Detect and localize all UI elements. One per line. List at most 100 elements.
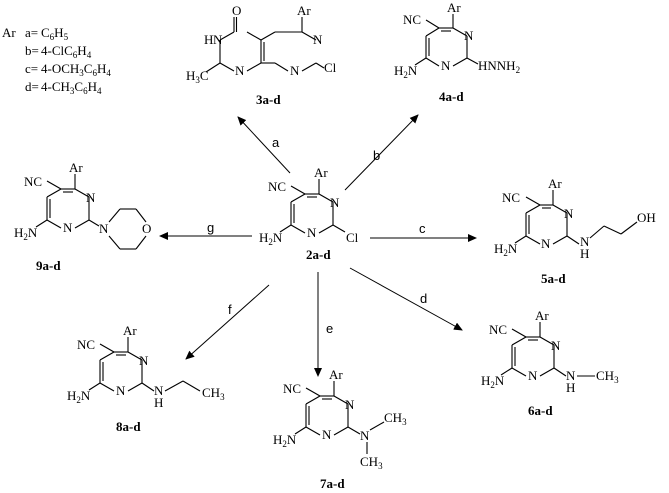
svg-text:N: N: [551, 338, 561, 353]
arrow-f: [185, 284, 270, 360]
svg-text:NC: NC: [489, 322, 507, 337]
reagent-b: b: [373, 148, 380, 163]
svg-text:NC: NC: [268, 179, 286, 194]
svg-text:c=: c=: [25, 61, 38, 76]
svg-text:OH: OH: [637, 210, 656, 225]
svg-text:N: N: [154, 383, 164, 398]
svg-text:NC: NC: [403, 12, 421, 27]
svg-text:HNNH2: HNNH2: [478, 58, 520, 75]
svg-text:b=: b=: [25, 43, 39, 58]
svg-text:N: N: [313, 32, 323, 47]
compound-label-8: 8a-d: [116, 419, 141, 434]
compound-label-5: 5a-d: [541, 271, 566, 286]
svg-text:N: N: [63, 220, 73, 235]
legend-formula-d: 4-CH3C6H4: [41, 79, 102, 96]
legend-item-a: a= C6H5: [25, 25, 69, 42]
svg-text:NC: NC: [502, 190, 520, 205]
svg-text:H2N: H2N: [481, 373, 505, 390]
legend-item-d: d= 4-CH3C6H4: [25, 79, 102, 96]
svg-text:O: O: [232, 3, 241, 18]
svg-text:d=: d=: [25, 79, 39, 94]
svg-text:H: H: [580, 246, 589, 261]
svg-text:a=: a=: [25, 25, 38, 40]
svg-text:N: N: [139, 353, 149, 368]
svg-text:Ar: Ar: [297, 3, 311, 18]
svg-text:N: N: [307, 225, 317, 240]
svg-text:H2N: H2N: [67, 388, 91, 405]
svg-text:N: N: [360, 428, 370, 443]
svg-text:Cl: Cl: [346, 230, 359, 245]
compound-label-6: 6a-d: [528, 403, 553, 418]
arrow-d: [349, 267, 463, 331]
compound-6: Ar NC N N H2N N H CH3 6a-d: [481, 308, 619, 418]
methyl-group: H3C: [186, 68, 209, 85]
svg-text:NC: NC: [77, 337, 95, 352]
svg-text:H2N: H2N: [14, 225, 38, 242]
svg-text:CH3: CH3: [384, 410, 407, 427]
compound-2-center: Ar NC N N H2N Cl 2a-d: [259, 165, 359, 262]
svg-text:N: N: [86, 190, 96, 205]
svg-text:H2N: H2N: [494, 241, 518, 258]
svg-text:Ar: Ar: [548, 176, 562, 191]
reagent-f: f: [228, 302, 232, 317]
svg-text:CH3: CH3: [202, 385, 225, 402]
legend-formula-a: C6H5: [41, 25, 69, 42]
arrow-b: [344, 114, 419, 191]
legend-item-b: b= 4-ClC6H4: [25, 43, 92, 60]
compound-5: Ar NC N N H2N N H OH 5a-d: [494, 176, 656, 286]
svg-text:N: N: [330, 195, 340, 210]
compound-8: Ar NC N N H2N N H CH3 8a-d: [67, 323, 225, 434]
svg-text:N: N: [566, 368, 576, 383]
reagent-a: a: [272, 135, 280, 150]
legend-title: Ar: [2, 25, 16, 40]
svg-text:N: N: [99, 221, 109, 236]
reagent-d: d: [420, 291, 427, 306]
svg-text:NC: NC: [283, 381, 301, 396]
svg-text:N: N: [235, 63, 245, 78]
legend-formula-c: 4-OCH3C6H4: [41, 61, 111, 78]
svg-text:N: N: [564, 206, 574, 221]
svg-text:N: N: [290, 63, 300, 78]
compound-label-3: 3a-d: [256, 92, 281, 107]
svg-text:CH3: CH3: [596, 368, 619, 385]
reagent-labels: a b c d e f g: [207, 135, 427, 336]
compound-label-2: 2a-d: [306, 247, 331, 262]
svg-text:H2N: H2N: [394, 63, 418, 80]
compound-4: Ar NC N N H2N HNNH2 4a-d: [394, 0, 520, 104]
svg-text:H: H: [204, 32, 213, 47]
svg-text:Ar: Ar: [69, 160, 83, 175]
compound-label-9: 9a-d: [36, 258, 61, 273]
svg-text:H2N: H2N: [259, 230, 283, 247]
compound-3: O Ar H N N N N Cl H3C 3a-d: [186, 3, 337, 107]
svg-text:CH3: CH3: [360, 454, 383, 471]
svg-text:H: H: [566, 380, 575, 395]
ar-legend: Ar a= C6H5 b= 4-ClC6H4 c= 4-OCH3C6H4 d= …: [2, 25, 111, 96]
svg-text:N: N: [441, 58, 451, 73]
compound-label-7: 7a-d: [320, 476, 345, 491]
compound-9: Ar NC N N H2N N O 9a-d: [14, 160, 151, 273]
reagent-g: g: [207, 220, 214, 235]
svg-text:N: N: [464, 28, 474, 43]
svg-text:Ar: Ar: [314, 165, 328, 180]
compound-label-4: 4a-d: [439, 89, 464, 104]
legend-item-c: c= 4-OCH3C6H4: [25, 61, 111, 78]
reagent-e: e: [326, 321, 333, 336]
svg-text:N: N: [541, 236, 551, 251]
svg-text:H: H: [154, 395, 163, 410]
legend-formula-b: 4-ClC6H4: [41, 43, 92, 60]
svg-text:N: N: [345, 397, 355, 412]
svg-text:Ar: Ar: [329, 367, 343, 382]
svg-text:H2N: H2N: [273, 432, 297, 449]
svg-text:Ar: Ar: [535, 308, 549, 323]
svg-text:N: N: [528, 368, 538, 383]
compound-7: Ar NC N N H2N N CH3 CH3 7a-d: [273, 367, 407, 491]
svg-text:N: N: [213, 32, 223, 47]
reagent-c: c: [419, 221, 426, 236]
svg-text:Cl: Cl: [324, 60, 337, 75]
svg-text:O: O: [142, 221, 151, 236]
svg-text:Ar: Ar: [447, 0, 461, 15]
svg-text:N: N: [116, 383, 126, 398]
svg-text:NC: NC: [24, 174, 42, 189]
arrow-a: [237, 116, 291, 174]
